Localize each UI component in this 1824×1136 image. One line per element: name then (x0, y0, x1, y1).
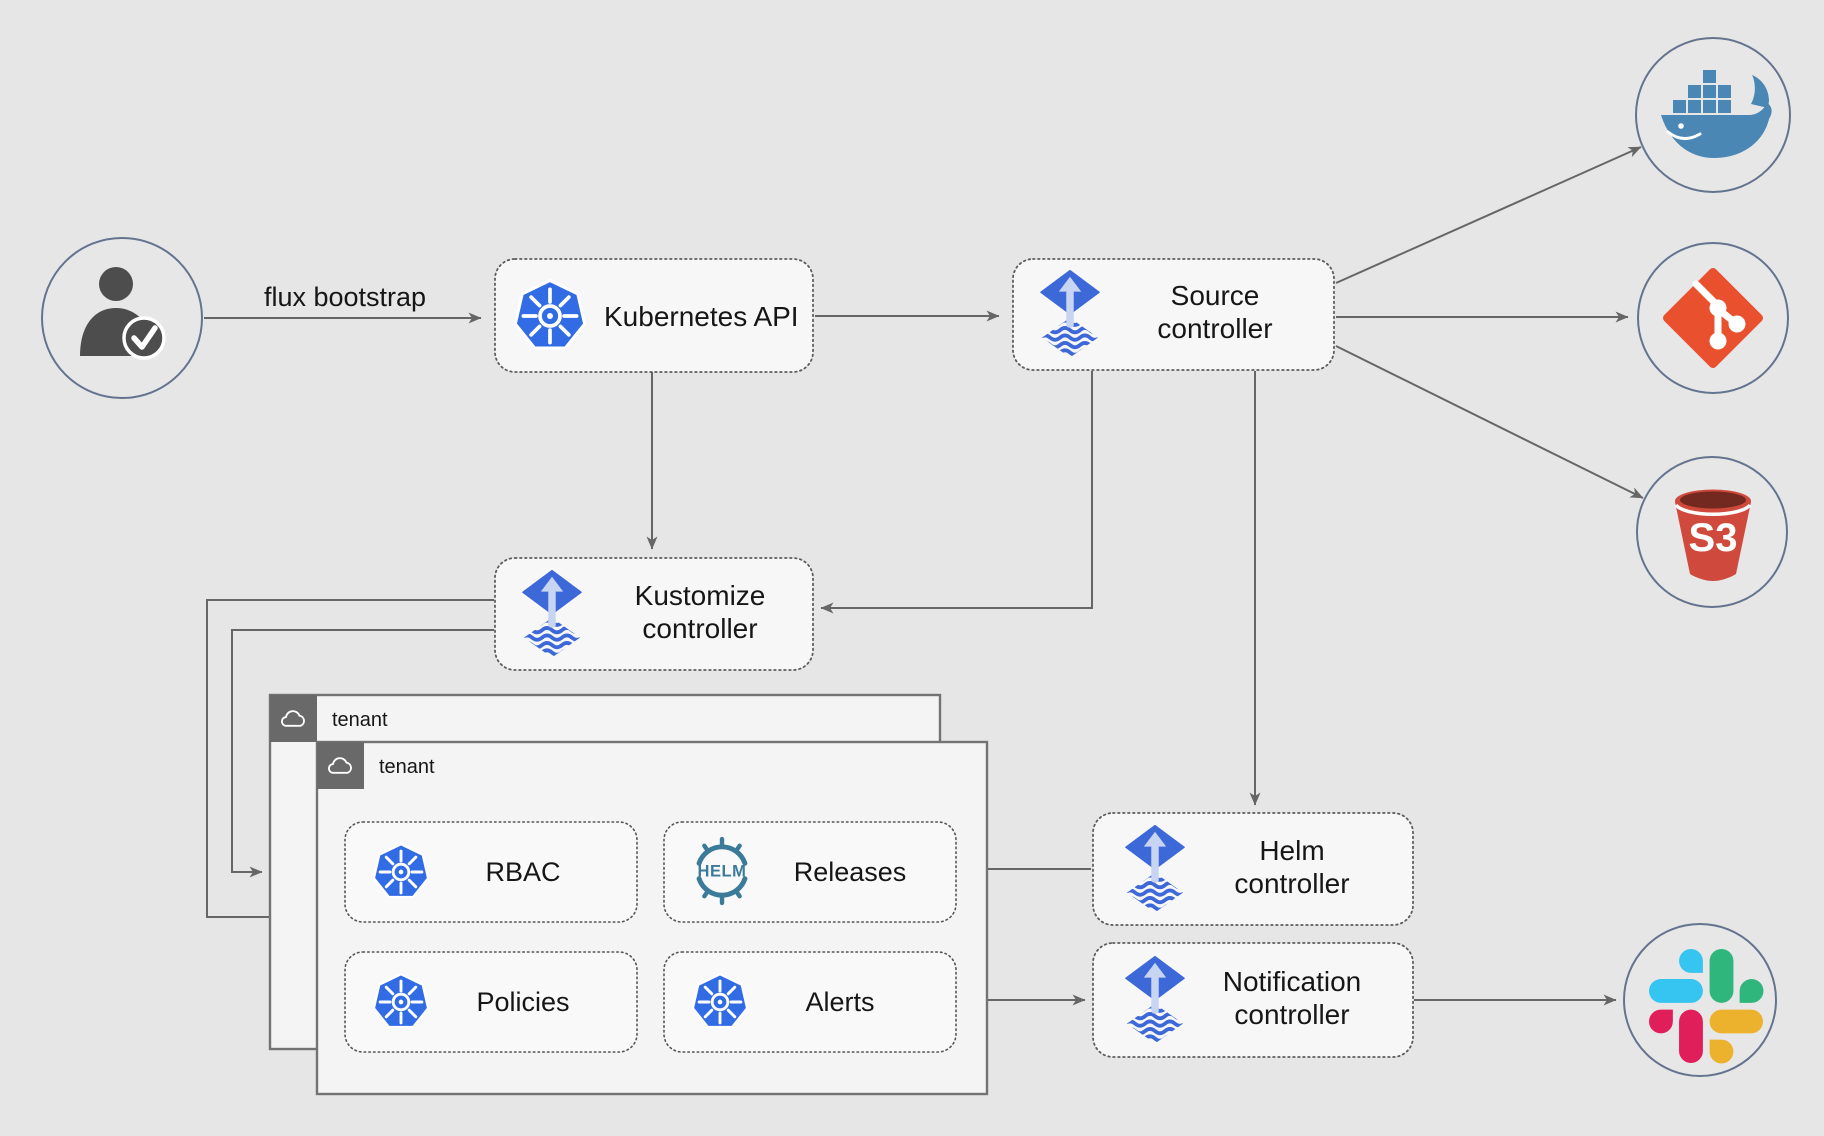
docker-registry-node (1635, 37, 1791, 193)
rbac-label: RBAC (485, 857, 560, 887)
s3-wordmark: S3 (1689, 516, 1738, 560)
releases-label: Releases (794, 857, 907, 887)
source-controller-label-1: Source (1171, 280, 1260, 311)
slack-icon (1649, 949, 1764, 1064)
helm-controller-label-1: Helm (1259, 835, 1324, 866)
alerts-label: Alerts (805, 987, 874, 1017)
policies-label: Policies (476, 987, 569, 1017)
flux-bootstrap-label: flux bootstrap (264, 282, 426, 312)
source-controller-node: Source controller (1012, 258, 1335, 371)
edge-kustomize-to-outer-tenant (231, 629, 494, 878)
s3-bucket-node: S3 (1636, 456, 1788, 608)
user-node (41, 237, 203, 399)
kustomize-controller-node: Kustomize controller (494, 557, 814, 671)
helm-controller-label-2: controller (1234, 868, 1349, 899)
kubernetes-icon (513, 279, 587, 350)
notification-controller-label-1: Notification (1223, 966, 1362, 997)
kustomize-controller-label-1: Kustomize (635, 580, 766, 611)
helm-controller-node: Helm controller (1092, 812, 1414, 926)
s3-icon: S3 (1674, 489, 1752, 581)
edge-source-to-kustomize (820, 371, 1093, 614)
kubernetes-api-label: Kubernetes API (604, 301, 799, 332)
releases-node: HELM Releases (663, 821, 957, 923)
kubernetes-icon (691, 973, 749, 1029)
policies-node: Policies (344, 951, 638, 1053)
person-check-icon (80, 267, 166, 360)
notification-controller-label-2: controller (1234, 999, 1349, 1030)
notification-controller-node: Notification controller (1092, 942, 1414, 1058)
git-icon (1663, 268, 1763, 368)
rbac-node: RBAC (344, 821, 638, 923)
slack-node (1623, 923, 1777, 1077)
helm-wordmark: HELM (698, 863, 747, 881)
docker-icon (1661, 70, 1772, 158)
kubernetes-api-node: Kubernetes API (494, 258, 814, 373)
tenant-outer-label: tenant (332, 709, 388, 731)
helm-icon: HELM (696, 836, 748, 906)
edge-source-to-docker (1335, 146, 1642, 284)
edge-kustomize-to-inner-tenant (206, 599, 494, 923)
git-repository-node (1637, 242, 1789, 394)
kustomize-controller-label-2: controller (642, 613, 757, 644)
kubernetes-icon (372, 973, 430, 1029)
alerts-node: Alerts (663, 951, 957, 1053)
tenant-inner-label: tenant (379, 756, 435, 778)
edge-source-to-s3 (1335, 345, 1644, 499)
source-controller-label-2: controller (1157, 313, 1272, 344)
kubernetes-icon (372, 843, 430, 899)
